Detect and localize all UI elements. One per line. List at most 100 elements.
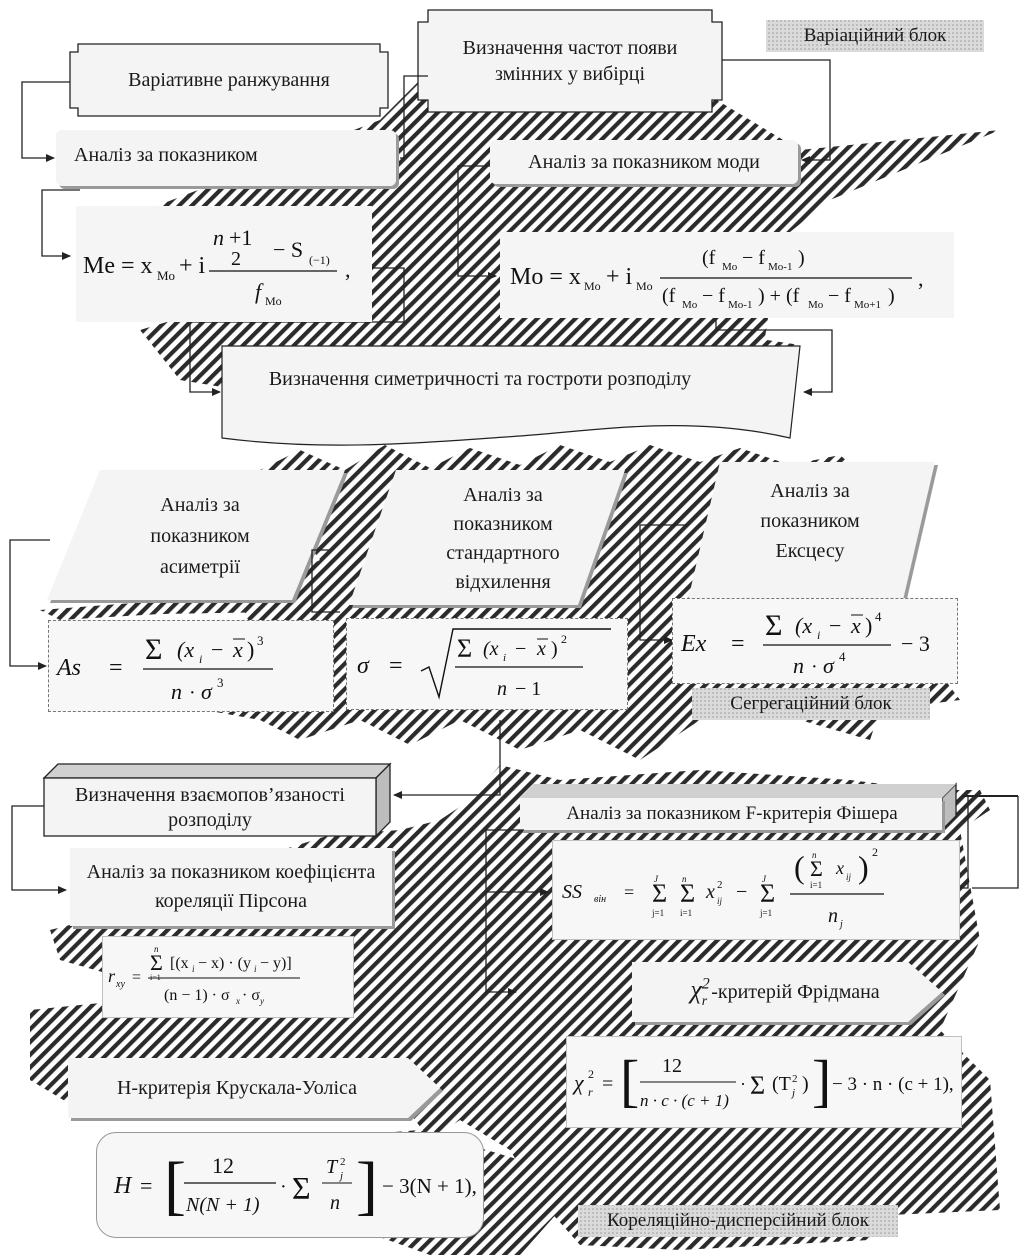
svg-text:r: r xyxy=(108,966,116,986)
svg-text:(n − 1) · σ: (n − 1) · σ xyxy=(164,987,230,1004)
svg-text:− S: − S xyxy=(273,237,303,262)
svg-text:− 3 · n · (c + 1),: − 3 · n · (c + 1), xyxy=(832,1074,954,1095)
connector-excess-to-formula xyxy=(639,524,688,644)
svg-text:N(N + 1): N(N + 1) xyxy=(185,1194,260,1216)
svg-text:+ i: + i xyxy=(179,253,206,279)
segregation-block-label: Сегрегаційний блок xyxy=(730,693,892,714)
svg-text:As: As xyxy=(55,655,81,681)
svg-text:i=1: i=1 xyxy=(810,880,822,890)
ss-formula-math: SS він = Σ J j=1 Σ n i=1 x 2 ij − Σ J j=… xyxy=(562,845,884,930)
svg-text:j: j xyxy=(838,919,843,930)
svg-text:3: 3 xyxy=(257,633,264,648)
excess-formula-math: Ex = Σ (x i − x ) 4 n · σ 4 − 3 xyxy=(680,609,930,678)
ss-formula: SS він = Σ J j=1 Σ n i=1 x 2 ij − Σ J j=… xyxy=(552,840,960,940)
svg-text:): ) xyxy=(865,613,872,638)
kruskal-formula-math: H = [ 12 N(N + 1) · Σ T 2 j n ] − 3(N + … xyxy=(113,1149,477,1222)
connector-fisher-to-ss xyxy=(485,829,549,896)
svg-text:Σ: Σ xyxy=(150,950,163,975)
svg-text:=: = xyxy=(624,882,634,902)
connector-right-edge xyxy=(972,796,1019,889)
svg-text:): ) xyxy=(802,1073,809,1095)
pearson-formula-math: r xy = Σ n i=1 [(x i − x) · (y i − y)] (… xyxy=(108,944,300,1006)
svg-text:·: · xyxy=(189,682,196,704)
excess-shape xyxy=(688,462,935,600)
kruskal-shape xyxy=(68,1058,440,1118)
excess-node: Аналіз за показником Ексцесу xyxy=(760,480,860,562)
fisher-box-front xyxy=(520,798,942,830)
svg-text:x: x xyxy=(835,858,844,878)
excess-formula: Ex = Σ (x i − x ) 4 n · σ 4 − 3 xyxy=(672,598,958,684)
connector-frequency-to-median xyxy=(400,75,428,159)
svg-text:− f: − f xyxy=(742,247,765,269)
svg-text:3: 3 xyxy=(217,675,224,690)
svg-text:− f: − f xyxy=(828,285,851,307)
svg-text:(−1): (−1) xyxy=(309,253,330,267)
mode-analysis-shape xyxy=(490,140,798,184)
pearson-shape xyxy=(70,848,392,926)
friedman-label: -критерій Фрідмана xyxy=(711,981,880,1003)
svg-text:n: n xyxy=(793,653,804,678)
svg-text:,: , xyxy=(918,266,924,291)
svg-text:): ) xyxy=(858,849,869,885)
svg-text:x: x xyxy=(235,996,240,1006)
friedman-node: χ2r -критерій Фрідмана xyxy=(690,975,880,1009)
svg-text:=: = xyxy=(602,1073,613,1095)
asymmetry-shape xyxy=(47,470,345,600)
svg-text:ij: ij xyxy=(846,872,852,882)
svg-text:Mo = x: Mo = x xyxy=(510,264,581,290)
connector-median-to-formula xyxy=(41,189,80,260)
svg-text:i=1: i=1 xyxy=(680,908,692,918)
svg-text:Mo: Mo xyxy=(636,279,653,293)
svg-text:]: ] xyxy=(356,1149,378,1222)
svg-text:n: n xyxy=(682,874,687,884)
svg-text:(x: (x xyxy=(483,638,499,660)
svg-text:− 3: − 3 xyxy=(901,631,930,656)
median-analysis-node: Аналіз за показником xyxy=(74,144,258,166)
svg-text:): ) xyxy=(888,285,895,307)
segregation-block-label-bg xyxy=(692,688,930,720)
svg-text:Σ: Σ xyxy=(750,1071,765,1100)
asymmetry-formula: As = Σ (x i − x ) 3 n · σ 3 xyxy=(48,620,334,712)
frequency-shape xyxy=(417,9,723,113)
svg-text:σ: σ xyxy=(201,679,213,704)
svg-text:4: 4 xyxy=(875,609,882,624)
svg-text:x: x xyxy=(705,881,715,903)
svg-text:(: ( xyxy=(794,849,805,885)
svg-text:4: 4 xyxy=(839,649,846,664)
stddev-shape xyxy=(349,470,625,605)
fisher-box-top xyxy=(520,784,956,798)
svg-text:2: 2 xyxy=(231,248,241,270)
svg-text:n · c · (c + 1): n · c · (c + 1) xyxy=(640,1091,729,1110)
friedman-formula-math: χ 2 r = [ 12 n · c · (c + 1) · Σ (T 2 j … xyxy=(572,1048,954,1113)
svg-text:Σ: Σ xyxy=(810,856,823,881)
svg-text:+ i: + i xyxy=(606,264,633,290)
pearson-formula: r xy = Σ n i=1 [(x i − x) · (y i − y)] (… xyxy=(102,936,354,1018)
stddev-node: Аналіз за показником стандартного відхил… xyxy=(446,483,560,593)
svg-text:2: 2 xyxy=(561,632,567,646)
svg-text:Σ: Σ xyxy=(457,634,472,663)
svg-text:+1: +1 xyxy=(229,225,252,250)
svg-text:−: − xyxy=(211,637,223,662)
connector-asym-to-formula xyxy=(9,539,50,670)
svg-text:x: x xyxy=(536,638,546,660)
svg-text:i: i xyxy=(503,652,506,664)
mode-formula-math: Mo = x Mo + i Mo (f Mo − f Mo-1 ) (f Mo … xyxy=(510,247,924,311)
svg-text:(T: (T xyxy=(772,1073,791,1095)
stddev-formula: σ = Σ (x i − x ) 2 n − 1 xyxy=(346,618,628,710)
pearson-node: Аналіз за показником коефіцієнта кореляц… xyxy=(86,861,376,912)
svg-text:− 3(N + 1),: − 3(N + 1), xyxy=(382,1174,477,1198)
svg-text:[: [ xyxy=(164,1149,186,1222)
svg-text:− 1: − 1 xyxy=(515,678,541,700)
svg-text:n: n xyxy=(213,225,224,250)
svg-text:2: 2 xyxy=(588,1067,594,1081)
interdependence-box-top xyxy=(42,763,392,779)
connector-std-to-formula xyxy=(311,549,340,613)
svg-text:Mo: Mo xyxy=(808,299,824,311)
svg-text:ij: ij xyxy=(717,896,723,906)
svg-text:n: n xyxy=(828,905,838,927)
svg-text:[: [ xyxy=(620,1048,639,1113)
svg-text:Me = x: Me = x xyxy=(83,253,153,279)
svg-text:x: x xyxy=(232,637,243,662)
svg-text:Σ: Σ xyxy=(760,879,775,908)
